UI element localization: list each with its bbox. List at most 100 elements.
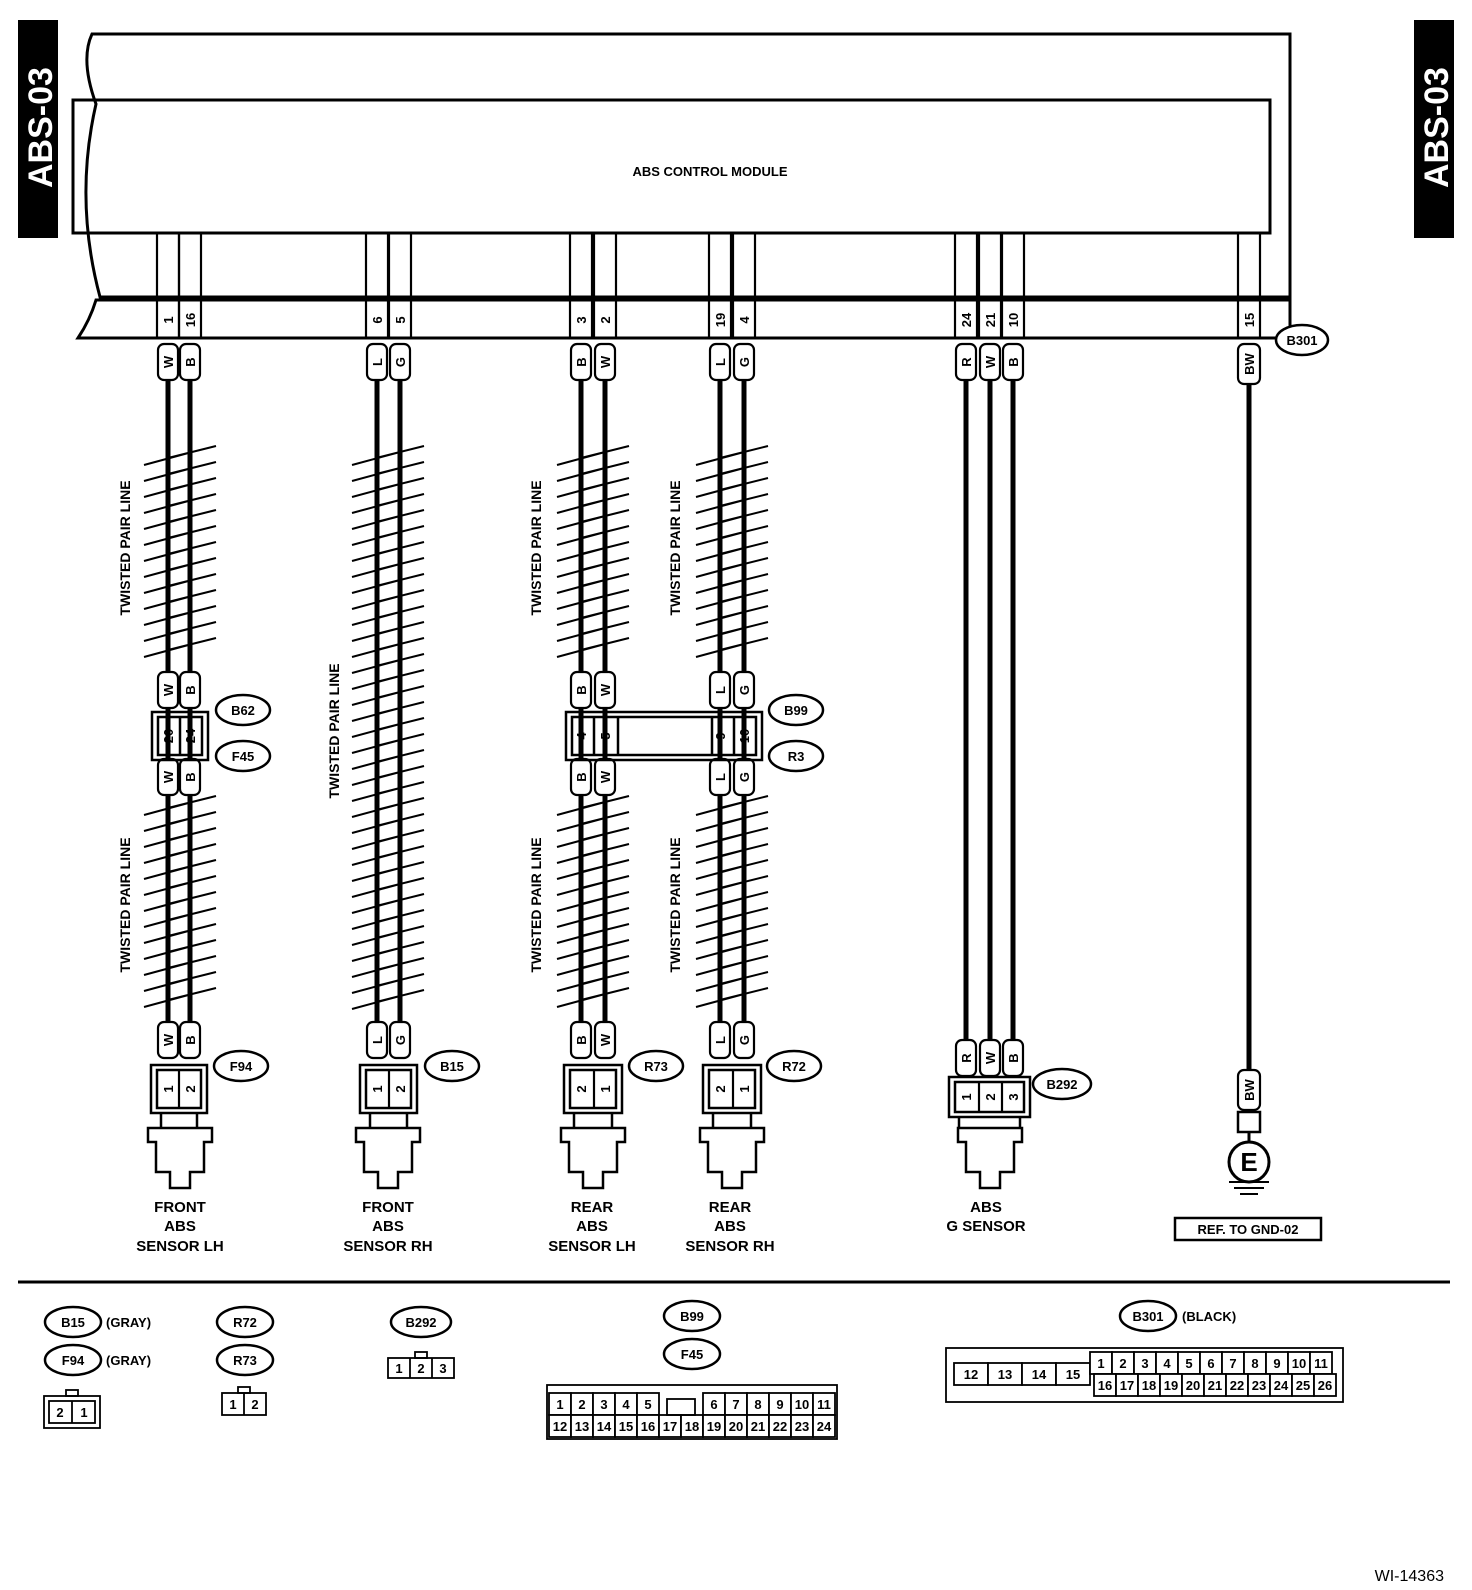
legend-pin: 11 (1314, 1356, 1328, 1371)
legend-pin: 10 (795, 1397, 809, 1412)
tag-b15: B15 (423, 1049, 481, 1083)
sensor-pin-number: 2 (574, 1085, 589, 1092)
twisted-pair (695, 795, 769, 1008)
module-name: ABS CONTROL MODULE (632, 164, 787, 179)
legend-pin: 15 (619, 1419, 633, 1434)
wire-color-label: B (574, 357, 589, 366)
wire-color-tag: W (978, 1038, 1002, 1078)
legend-pin: 1 (229, 1397, 236, 1412)
legend: B15 (GRAY) F94 (GRAY) 2 1 R72 R73 (43, 1299, 1344, 1440)
legend-pin: 23 (795, 1419, 809, 1434)
junction-b99-r3 (564, 710, 764, 762)
legend-f94-label: F94 (62, 1353, 85, 1368)
wire-color-label: R (959, 1053, 974, 1063)
wire-color-tag: R (954, 342, 978, 382)
sensor-pin-number: 2 (183, 1085, 198, 1092)
wire-color-label: R (959, 357, 974, 367)
tag-b99: B99 (767, 693, 825, 727)
twisted-pair-label: TWISTED PAIR LINE (528, 480, 544, 615)
junction-pin-number: 5 (598, 732, 613, 739)
sensor-pin-number: 3 (1006, 1093, 1021, 1100)
wire-color-tag: L (365, 342, 389, 382)
legend-pin: 23 (1252, 1378, 1266, 1393)
legend-b292: B292 (389, 1305, 453, 1339)
wire-color-label: W (161, 1033, 176, 1046)
sensor-name-line: REAR (709, 1199, 752, 1216)
wire-color-tag: W (593, 757, 617, 797)
wire-color-tag: B (569, 1020, 593, 1060)
legend-pin: 2 (56, 1405, 63, 1420)
wire-color-tag: L (708, 670, 732, 710)
wire-color-label: W (598, 355, 613, 368)
wire-color-label: G (737, 685, 752, 695)
sensor-body (146, 1126, 214, 1190)
wire-color-tag: B (178, 670, 202, 710)
legend-b301-color: (BLACK) (1182, 1309, 1236, 1324)
legend-f94-color: (GRAY) (106, 1353, 151, 1368)
ground-symbol-letter: E (1240, 1147, 1257, 1177)
legend-pin: 13 (575, 1419, 589, 1434)
wire-color-label: G (737, 357, 752, 367)
legend-pin: 3 (1141, 1356, 1148, 1371)
legend-b99: B99 (662, 1299, 722, 1333)
twisted-pair (351, 445, 425, 1010)
wire-color-label: BW (1242, 1078, 1257, 1100)
wire-color-label: W (598, 770, 613, 783)
b301-connector-label: B301 (1286, 333, 1317, 348)
module-pin-number: 3 (574, 316, 589, 323)
tag-r73-label: R73 (644, 1059, 668, 1074)
legend-pin: 14 (597, 1419, 612, 1434)
wire-color-label: L (713, 1036, 728, 1044)
legend-pin: 5 (1185, 1356, 1192, 1371)
twisted-pair-label: TWISTED PAIR LINE (528, 837, 544, 972)
wire-color-tag: L (708, 1020, 732, 1060)
wire-color-label: W (983, 355, 998, 368)
wire-color-tag: B (178, 1020, 202, 1060)
wire-color-label: W (983, 1051, 998, 1064)
wire-color-tag: B (569, 757, 593, 797)
legend-pin: 18 (1142, 1378, 1156, 1393)
legend-pin: 22 (1230, 1378, 1244, 1393)
legend-pin: 21 (751, 1419, 765, 1434)
legend-pin: 9 (776, 1397, 783, 1412)
legend-pin: 13 (998, 1367, 1012, 1382)
legend-connector-2pin (221, 1386, 267, 1416)
wire-color-tag: G (732, 757, 756, 797)
wire-color-tag: W (593, 342, 617, 382)
sensor-name-line: FRONT (362, 1199, 414, 1216)
wire-color-tag: G (388, 1020, 412, 1060)
sensor-name-line: SENSOR LH (548, 1238, 636, 1255)
legend-pin: 2 (251, 1397, 258, 1412)
legend-pin: 4 (622, 1397, 630, 1412)
legend-pin: 20 (729, 1419, 743, 1434)
page-tab-left-label: ABS-03 (22, 67, 60, 188)
wire-color-tag: W (156, 670, 180, 710)
legend-pin: 19 (1164, 1378, 1178, 1393)
legend-pin: 9 (1273, 1356, 1280, 1371)
legend-pin: 8 (1251, 1356, 1258, 1371)
sensor-name-rear-lh: REAR ABS SENSOR LH (548, 1199, 636, 1255)
sensor-name-line: FRONT (154, 1199, 206, 1216)
wire-color-tag: B (569, 670, 593, 710)
wire-color-tag: BW (1236, 1068, 1262, 1112)
legend-r73: R73 (215, 1343, 275, 1377)
wire-color-label: W (161, 770, 176, 783)
wire-color-label: W (598, 1033, 613, 1046)
legend-pin: 12 (553, 1419, 567, 1434)
twisted-pair-label: TWISTED PAIR LINE (117, 837, 133, 972)
wire-color-tag: B (569, 342, 593, 382)
wire-color-tag: B (1001, 1038, 1025, 1078)
sensor-name-line: G SENSOR (946, 1218, 1025, 1235)
sensor-name-line: ABS (576, 1218, 608, 1235)
legend-pin: 16 (641, 1419, 655, 1434)
legend-connector-3pin (387, 1351, 455, 1379)
junction-pin-number: 10 (737, 729, 752, 743)
legend-r73-label: R73 (233, 1353, 257, 1368)
module-pin-number: 21 (983, 313, 998, 327)
tag-f45: F45 (214, 739, 272, 773)
twisted-pair-label: TWISTED PAIR LINE (117, 480, 133, 615)
wire-color-label: B (574, 685, 589, 694)
wire-color-label: G (393, 1035, 408, 1045)
